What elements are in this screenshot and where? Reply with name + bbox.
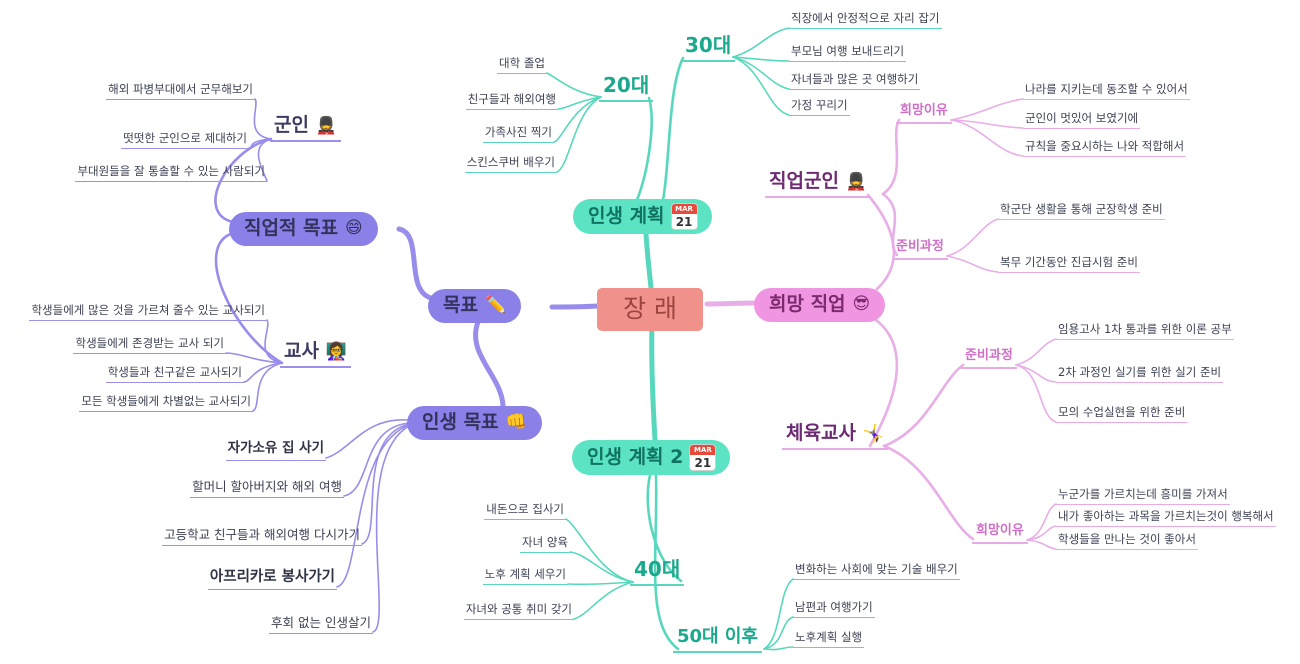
- leaf-pe-reason-3[interactable]: 학생들을 만나는 것이 좋아서: [1056, 532, 1198, 551]
- node-hope-job-label: 희망 직업: [769, 293, 846, 315]
- leaf-pe-reason-1[interactable]: 누군가를 가르치는데 흥미를 가져서: [1056, 487, 1230, 506]
- leaf-soldier-1[interactable]: 해외 파병부대에서 군무해보기: [106, 82, 255, 101]
- cartwheel-icon: 🤸‍♀️: [862, 424, 884, 444]
- leaf-50s-2[interactable]: 남편과 여행가기: [793, 600, 875, 619]
- branch-pe-teacher-label: 체육교사: [786, 422, 856, 444]
- leaf-military-prep-2[interactable]: 복무 기간동안 진급시험 준비: [998, 255, 1140, 274]
- branch-30s[interactable]: 30대: [681, 33, 736, 62]
- leaf-20s-3[interactable]: 가족사진 찍기: [482, 125, 554, 144]
- branch-military[interactable]: 직업군인 💂: [765, 170, 871, 198]
- leaf-30s-4[interactable]: 가정 꾸리기: [789, 98, 850, 117]
- leaf-40s-1[interactable]: 내돈으로 집사기: [484, 502, 566, 521]
- leaf-teacher-4[interactable]: 모든 학생들에게 차별없는 교사되기: [79, 394, 253, 413]
- leaf-20s-1[interactable]: 대학 졸업: [497, 56, 547, 75]
- node-life-plan-2[interactable]: 인생 계획 2 MAR 21: [572, 440, 731, 475]
- leaf-pe-prep-1[interactable]: 임용고사 1차 통과를 위한 이론 공부: [1056, 322, 1234, 341]
- leaf-soldier-2[interactable]: 떳떳한 군인으로 제대하기: [121, 131, 249, 150]
- guard-icon: 💂: [315, 116, 337, 136]
- branch-military-prep[interactable]: 준비과정: [892, 239, 948, 260]
- branch-pe-reason[interactable]: 희망이유: [972, 523, 1028, 544]
- branch-40s[interactable]: 40대: [630, 557, 685, 586]
- leaf-life-goal-2[interactable]: 할머니 할아버지와 해외 여행: [190, 479, 344, 499]
- branch-teacher[interactable]: 교사 👩‍🏫: [280, 340, 351, 368]
- guard-icon: 💂: [845, 172, 867, 192]
- leaf-teacher-1[interactable]: 학생들에게 많은 것을 가르쳐 줄수 있는 교사되기: [29, 303, 267, 322]
- branch-soldier-label: 군인: [274, 114, 309, 136]
- calendar-month: MAR: [690, 445, 716, 455]
- leaf-50s-3[interactable]: 노후계획 실행: [793, 630, 865, 649]
- branch-pe-prep[interactable]: 준비과정: [961, 348, 1017, 369]
- node-life-plan-label: 인생 계획: [588, 204, 665, 227]
- node-life-plan-2-label: 인생 계획 2: [587, 445, 684, 468]
- leaf-pe-prep-3[interactable]: 모의 수업실현을 위한 준비: [1056, 405, 1188, 424]
- branch-pe-teacher[interactable]: 체육교사 🤸‍♀️: [782, 422, 888, 450]
- sunglasses-face-icon: 😎: [852, 294, 871, 315]
- node-future[interactable]: 장래: [597, 288, 704, 331]
- leaf-life-goal-3[interactable]: 고등학교 친구들과 해외여행 다시가기: [162, 527, 362, 547]
- calendar-icon: MAR 21: [671, 204, 697, 229]
- leaf-life-goal-5[interactable]: 후회 없는 인생살기: [269, 615, 373, 635]
- node-goal[interactable]: 목표 ✏️: [428, 289, 522, 323]
- leaf-soldier-3[interactable]: 부대원들을 잘 통솔할 수 있는 사람되기: [75, 164, 267, 183]
- leaf-20s-2[interactable]: 친구들과 해외여행: [465, 92, 558, 111]
- leaf-military-reason-3[interactable]: 규칙을 중요시하는 나와 적합해서: [1023, 139, 1187, 158]
- leaf-teacher-3[interactable]: 학생들과 친구같은 교사되기: [105, 365, 244, 384]
- leaf-military-reason-2[interactable]: 군인이 멋있어 보였기에: [1023, 111, 1141, 130]
- leaf-pe-prep-2[interactable]: 2차 과정인 실기를 위한 실기 준비: [1056, 365, 1224, 384]
- node-life-goal[interactable]: 인생 목표 👊: [407, 406, 542, 440]
- leaf-50s-1[interactable]: 변화하는 사회에 맞는 기술 배우기: [793, 562, 960, 581]
- leaf-military-reason-1[interactable]: 나라를 지키는데 동조할 수 있어서: [1023, 82, 1190, 101]
- node-career-goal-label: 직업적 목표: [244, 217, 339, 239]
- grinning-face-icon: 😄: [345, 218, 363, 239]
- leaf-40s-2[interactable]: 자녀 양육: [520, 535, 570, 554]
- leaf-life-goal-1[interactable]: 자가소유 집 사기: [225, 440, 326, 461]
- node-life-plan[interactable]: 인생 계획 MAR 21: [573, 199, 712, 234]
- leaf-40s-3[interactable]: 노후 계획 세우기: [482, 567, 568, 586]
- leaf-30s-3[interactable]: 자녀들과 많은 곳 여행하기: [789, 72, 921, 91]
- leaf-30s-1[interactable]: 직장에서 안정적으로 자리 잡기: [789, 11, 942, 30]
- leaf-20s-4[interactable]: 스킨스쿠버 배우기: [464, 155, 557, 174]
- leaf-pe-reason-2[interactable]: 내가 좋아하는 과목을 가르치는것이 행복해서: [1056, 509, 1276, 528]
- calendar-day: 21: [675, 214, 693, 229]
- leaf-30s-2[interactable]: 부모님 여행 보내드리기: [789, 44, 907, 63]
- pencil-icon: ✏️: [484, 295, 507, 316]
- node-goal-label: 목표: [443, 294, 478, 316]
- branch-50s[interactable]: 50대 이후: [673, 626, 762, 653]
- branch-soldier[interactable]: 군인 💂: [270, 114, 341, 142]
- node-career-goal[interactable]: 직업적 목표 😄: [229, 212, 378, 246]
- calendar-icon: MAR 21: [690, 445, 716, 470]
- branch-20s[interactable]: 20대: [599, 73, 654, 102]
- leaf-military-prep-1[interactable]: 학군단 생활을 통해 군장학생 준비: [998, 202, 1165, 221]
- branch-military-reason[interactable]: 희망이유: [896, 103, 952, 124]
- branch-teacher-label: 교사: [284, 340, 319, 362]
- leaf-40s-4[interactable]: 자녀와 공통 취미 갖기: [463, 602, 574, 621]
- fist-icon: 👊: [505, 412, 527, 433]
- teacher-icon: 👩‍🏫: [325, 342, 347, 362]
- calendar-month: MAR: [671, 204, 697, 214]
- node-life-goal-label: 인생 목표: [422, 411, 499, 433]
- leaf-life-goal-4[interactable]: 아프리카로 봉사가기: [207, 569, 337, 590]
- branch-military-label: 직업군인: [769, 170, 839, 192]
- calendar-day: 21: [694, 455, 712, 470]
- node-hope-job[interactable]: 희망 직업 😎: [754, 288, 886, 322]
- leaf-teacher-2[interactable]: 학생들에게 존경받는 교사 되기: [73, 336, 226, 355]
